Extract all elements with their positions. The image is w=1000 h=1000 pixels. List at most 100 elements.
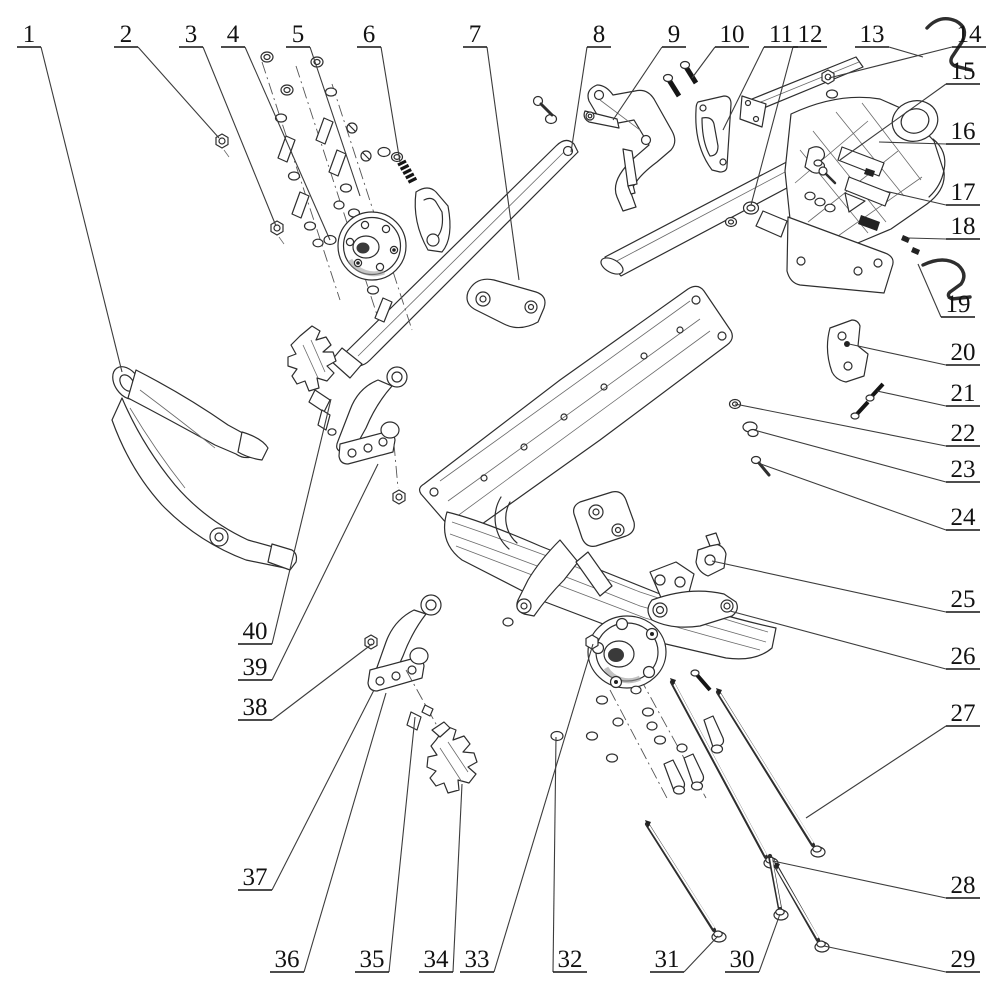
callout-6: 6	[357, 21, 401, 163]
part-number-32: 32	[558, 946, 583, 973]
callout-25: 25	[711, 560, 980, 613]
leader-line-35	[388, 716, 416, 973]
part-number-11: 11	[769, 21, 793, 48]
callout-19: 19	[917, 263, 975, 318]
part-number-15: 15	[951, 58, 976, 85]
part-black-screws-21	[850, 382, 885, 420]
part-number-1: 1	[23, 21, 36, 48]
part-number-21: 21	[951, 380, 976, 407]
callout-27: 27	[805, 700, 980, 819]
leader-line-4	[244, 46, 331, 241]
leader-line-30	[758, 913, 781, 973]
callout-8: 8	[570, 21, 611, 153]
callout-17: 17	[884, 179, 980, 206]
part-number-4: 4	[227, 21, 240, 48]
part-side-bracket-20	[826, 319, 869, 383]
long-bolt-31	[644, 820, 727, 943]
callout-14: 14	[828, 21, 986, 79]
part-skid-plate	[418, 285, 733, 538]
callout-34: 34	[419, 783, 463, 973]
callout-32: 32	[552, 736, 587, 973]
leader-line-10	[691, 46, 716, 79]
long-bolt-29	[773, 862, 830, 953]
part-frame-fasteners	[724, 69, 839, 228]
part-curved-hose-19	[921, 258, 972, 301]
leader-line-28	[772, 860, 947, 899]
part-number-14: 14	[957, 21, 983, 48]
leader-line-6	[380, 46, 401, 163]
callout-16: 16	[878, 118, 980, 145]
leader-line-7	[486, 46, 520, 281]
part-peg-bracket-left	[336, 366, 408, 505]
part-number-3: 3	[185, 21, 198, 48]
long-bolt-28	[669, 678, 779, 869]
part-number-12: 12	[798, 21, 823, 48]
callout-37: 37	[238, 689, 375, 891]
part-footpeg-left	[287, 325, 337, 436]
part-number-23: 23	[951, 456, 976, 483]
part-fastener-columns	[215, 51, 413, 331]
part-peg-bracket-right	[364, 594, 447, 743]
bracket-plate-11	[695, 95, 732, 173]
leader-line-5	[309, 46, 361, 197]
hex-nut-3	[270, 220, 285, 245]
leader-line-31	[683, 935, 719, 973]
leader-line-1	[40, 46, 123, 373]
part-mount-disc	[337, 211, 407, 281]
part-number-6: 6	[363, 21, 376, 48]
leader-line-9	[612, 46, 663, 121]
callout-10: 10	[691, 21, 749, 79]
leader-line-3	[202, 46, 277, 227]
part-number-8: 8	[593, 21, 606, 48]
part-number-2: 2	[120, 21, 133, 48]
nut-14	[821, 69, 835, 85]
leader-line-23	[753, 429, 947, 483]
part-number-22: 22	[951, 420, 976, 447]
part-number-24: 24	[951, 504, 977, 531]
callout-31: 31	[650, 935, 719, 973]
long-bolt-30	[767, 853, 789, 921]
long-bolt-27	[715, 688, 826, 858]
part-number-30: 30	[730, 946, 755, 973]
callout-20: 20	[848, 339, 980, 366]
callout-13: 13	[855, 21, 924, 58]
part-number-36: 36	[275, 946, 300, 973]
part-number-17: 17	[951, 179, 976, 206]
part-number-20: 20	[951, 339, 976, 366]
leader-line-19	[917, 263, 942, 318]
callout-36: 36	[270, 692, 387, 973]
washer-32	[550, 730, 564, 742]
leader-line-18	[907, 237, 947, 240]
callout-40: 40	[238, 398, 332, 645]
callout-38: 38	[238, 643, 373, 721]
part-footpeg-right	[426, 721, 478, 794]
leader-line-36	[303, 692, 387, 973]
callout-4: 4	[221, 21, 331, 241]
leader-line-22	[734, 403, 947, 447]
part-number-39: 39	[243, 654, 268, 681]
callout-9: 9	[612, 21, 686, 121]
part-number-5: 5	[292, 21, 305, 48]
callout-29: 29	[823, 945, 980, 973]
part-fin-bracket	[414, 187, 451, 253]
leader-line-21	[876, 390, 947, 407]
part-number-19: 19	[946, 291, 971, 318]
part-pivot-bolt-24	[750, 455, 771, 477]
part-flange-cap-23	[742, 421, 759, 438]
callout-30: 30	[725, 913, 781, 973]
callout-35: 35	[355, 716, 416, 973]
part-number-33: 33	[465, 946, 490, 973]
leader-line-26	[729, 610, 947, 670]
leader-line-8	[570, 46, 588, 153]
leader-line-32	[552, 736, 557, 973]
leader-line-25	[711, 560, 947, 613]
part-subframe-arm	[330, 95, 579, 379]
leader-line-2	[137, 46, 220, 139]
part-number-10: 10	[720, 21, 745, 48]
callout-28: 28	[772, 860, 980, 899]
callout-26: 26	[729, 610, 980, 670]
part-number-29: 29	[951, 946, 976, 973]
part-number-16: 16	[951, 118, 976, 145]
callout-23: 23	[753, 429, 980, 483]
